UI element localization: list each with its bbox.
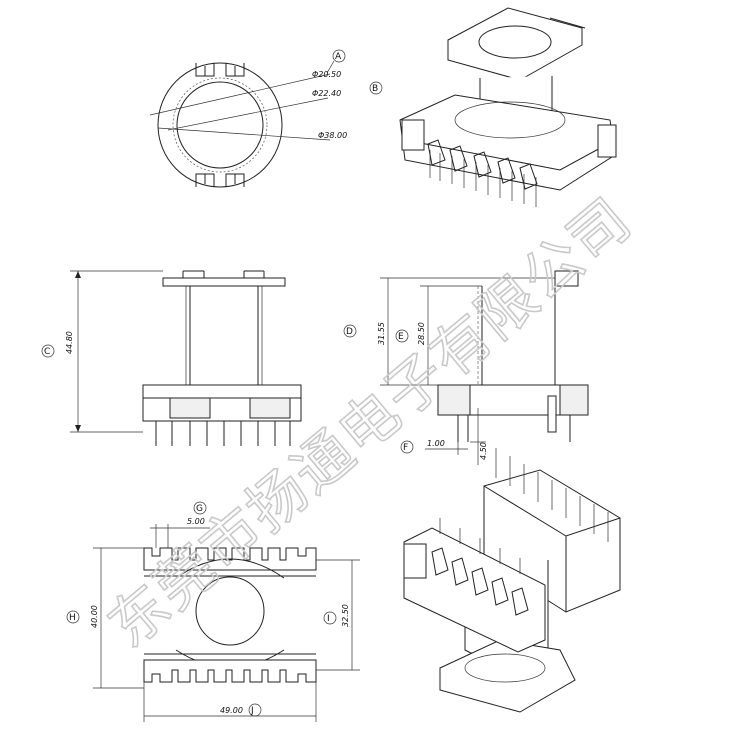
callout-d: D bbox=[346, 327, 353, 337]
callout-g: G bbox=[196, 504, 203, 514]
dim-h-depth: 40.00 bbox=[90, 605, 99, 628]
dim-c-height: 44.80 bbox=[65, 331, 74, 354]
callout-f: F bbox=[403, 443, 408, 453]
isometric-view-bottom bbox=[403, 448, 621, 713]
top-view: Φ20.50 Φ22.40 Φ38.00 A B bbox=[149, 49, 383, 188]
bottom-view: 5.00 G 40.00 H 32.50 I 49.00 J bbox=[66, 501, 360, 722]
dim-d-height: 31.55 bbox=[377, 322, 386, 345]
dim-j-width: 49.00 bbox=[220, 706, 243, 715]
side-view-c: 44.80 C bbox=[41, 270, 302, 446]
callout-e: E bbox=[398, 332, 404, 342]
callout-i: I bbox=[327, 614, 330, 624]
dim-d-a: Φ20.50 bbox=[312, 70, 341, 79]
callout-b: B bbox=[372, 84, 378, 94]
dim-f-width: 1.00 bbox=[427, 439, 445, 448]
callout-h: H bbox=[69, 613, 76, 623]
isometric-view-top bbox=[399, 7, 617, 207]
side-view-def: 31.55 28.50 D E 1.00 4.50 F bbox=[343, 270, 589, 465]
dim-d-outer: Φ38.00 bbox=[318, 131, 347, 140]
callout-j: J bbox=[250, 706, 254, 716]
dim-e-height: 28.50 bbox=[417, 322, 426, 345]
dim-g-pitch: 5.00 bbox=[187, 517, 205, 526]
dim-d-b: Φ22.40 bbox=[312, 89, 341, 98]
callout-a: A bbox=[335, 52, 342, 62]
callout-c: C bbox=[44, 347, 50, 357]
dim-i-depth: 32.50 bbox=[341, 604, 350, 627]
dim-f-pin: 4.50 bbox=[479, 442, 488, 460]
